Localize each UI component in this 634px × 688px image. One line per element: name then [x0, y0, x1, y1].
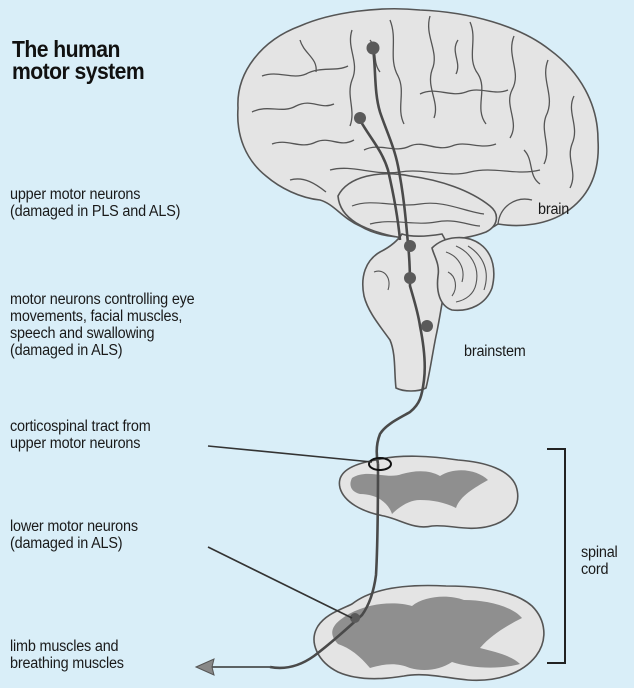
upper-motor-neuron-body: [354, 112, 366, 124]
limb-muscle-arrow-icon: [196, 659, 214, 675]
brainstem-motor-neuron-body: [404, 240, 416, 252]
spinal-cord-upper-section: [339, 456, 517, 528]
label-brainstem: brainstem: [464, 343, 526, 360]
brainstem-illustration: [363, 234, 494, 391]
label-corticospinal-tract: corticospinal tract from upper motor neu…: [10, 418, 151, 452]
label-lower-motor-neurons: lower motor neurons (damaged in ALS): [10, 518, 138, 552]
brainstem-motor-neuron-body: [404, 272, 416, 284]
lower-motor-neuron-leader-line: [208, 547, 352, 618]
brainstem-motor-neuron-body: [421, 320, 433, 332]
corticospinal-leader-line: [208, 446, 372, 462]
title-line: motor system: [12, 58, 144, 84]
label-brain: brain: [538, 201, 569, 218]
page-title: The human motor system: [12, 38, 144, 82]
spinal-cord-bracket: [547, 449, 565, 663]
label-spinal-cord: spinal cord: [581, 544, 618, 578]
label-upper-motor-neurons: upper motor neurons (damaged in PLS and …: [10, 186, 180, 220]
spinal-cord-lower-section: [314, 586, 544, 681]
label-limb-muscles: limb muscles and breathing muscles: [10, 638, 124, 672]
label-eye-motor-neurons: motor neurons controlling eye movements,…: [10, 291, 195, 359]
upper-motor-neuron-body: [367, 42, 380, 55]
